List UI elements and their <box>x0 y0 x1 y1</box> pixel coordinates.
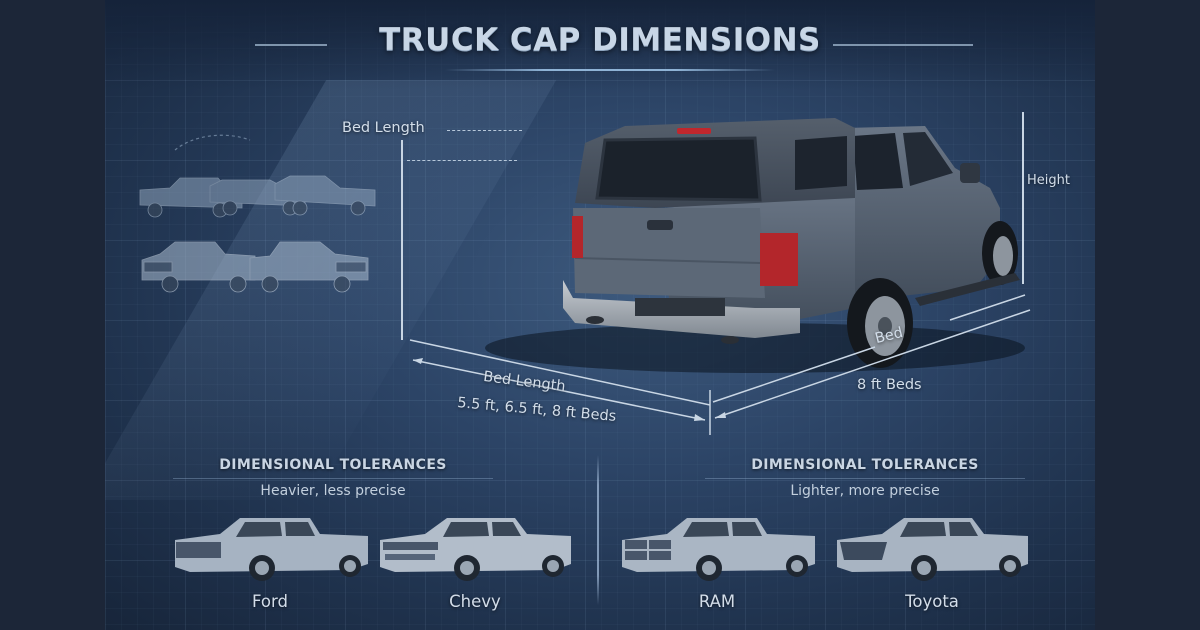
section-subtitle: Lighter, more precise <box>790 483 940 499</box>
tolerance-section-right: DIMENSIONAL TOLERANCES Lighter, more pre… <box>705 457 1025 499</box>
brand-name: RAM <box>698 592 736 611</box>
left-border-band <box>0 0 105 630</box>
section-title: DIMENSIONAL TOLERANCES <box>219 457 447 473</box>
brand-chevy: Chevy <box>375 512 575 622</box>
toyota-truck-illustration <box>837 518 1028 581</box>
section-subtitle: Heavier, less precise <box>260 483 406 499</box>
bed-length-leader-top <box>447 130 522 131</box>
height-vertical-line <box>1022 112 1024 284</box>
section-title: DIMENSIONAL TOLERANCES <box>751 457 979 473</box>
bed-length-top-label: Bed Length <box>342 120 425 136</box>
brand-ford: Ford <box>170 512 370 622</box>
brand-name: Chevy <box>449 592 501 611</box>
brand-name: Toyota <box>905 592 959 611</box>
ram-truck-illustration <box>622 518 815 581</box>
tolerance-section-left: DIMENSIONAL TOLERANCES Heavier, less pre… <box>173 457 493 499</box>
brand-toyota: Toyota <box>832 512 1032 622</box>
page-title: TRUCK CAP DIMENSIONS <box>379 22 821 58</box>
blueprint-canvas: TRUCK CAP DIMENSIONS Bed Length <box>105 0 1095 630</box>
bed-length-leader-mid <box>407 160 517 161</box>
bed-8ft-note: 8 ft Beds <box>857 377 922 393</box>
title-rule-right <box>833 44 973 46</box>
brand-ram: RAM <box>617 512 817 622</box>
right-border-band <box>1095 0 1200 630</box>
title-block: TRUCK CAP DIMENSIONS <box>105 22 1095 72</box>
bed-length-vertical-line <box>401 140 403 340</box>
title-underline <box>445 69 775 71</box>
title-rule-left <box>255 44 327 46</box>
truck-with-cap-illustration <box>485 118 1025 373</box>
brand-name: Ford <box>252 592 288 611</box>
ford-truck-illustration <box>175 518 368 581</box>
section-rule <box>173 478 493 479</box>
chevy-truck-illustration <box>380 518 571 581</box>
ghost-trucks-illustration <box>139 134 376 293</box>
height-label: Height <box>1027 173 1070 188</box>
bed-dimension-lines <box>409 294 1031 435</box>
section-divider <box>597 455 599 605</box>
section-rule <box>705 478 1025 479</box>
